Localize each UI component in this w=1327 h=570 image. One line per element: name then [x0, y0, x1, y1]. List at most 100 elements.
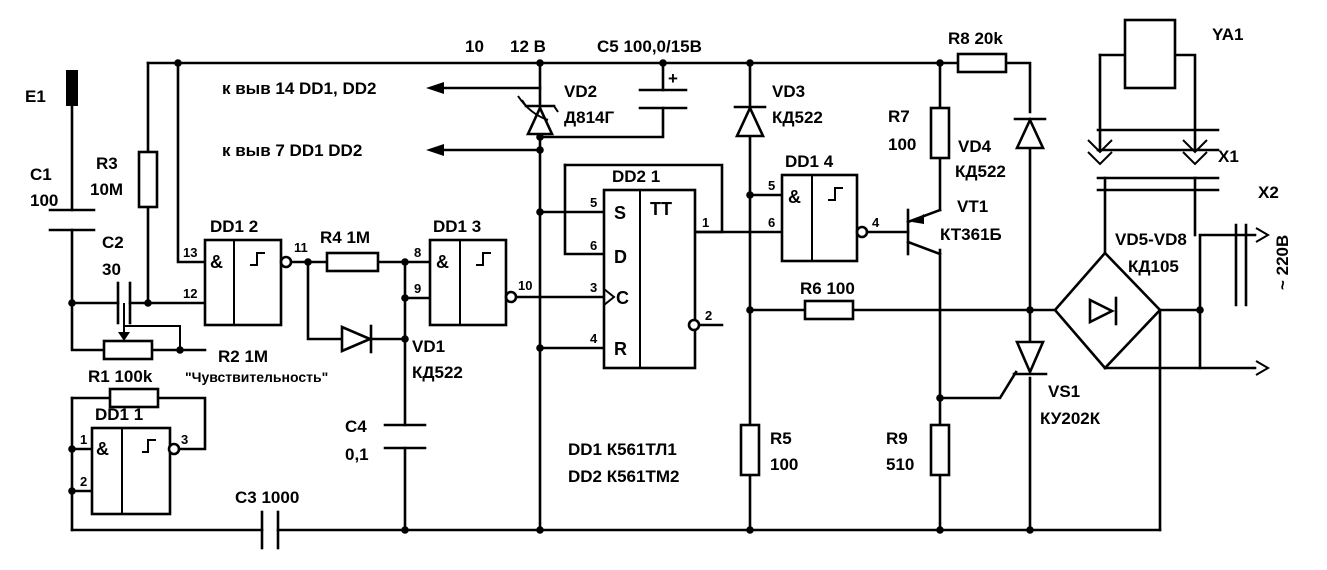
vd1-type: КД522 [412, 363, 463, 382]
mains-label: ~ 220В [1273, 235, 1292, 290]
dd2-d: D [614, 247, 627, 267]
pin-13: 13 [183, 245, 197, 260]
dd2-1-label: DD2 1 [612, 167, 660, 186]
vd4-ref: VD4 [958, 137, 992, 156]
dd1-4-trigger [780, 173, 869, 263]
dd1-3-and: & [436, 252, 449, 272]
c4-capacitor [383, 423, 427, 450]
e1-antenna [66, 70, 78, 106]
arrow-to-pin7 [426, 144, 444, 156]
dd1-2-and: & [210, 252, 223, 272]
c5-capacitor [638, 88, 688, 110]
to14-label: к выв 14 DD1, DD2 [222, 79, 376, 98]
dd2-pin-4: 4 [590, 331, 598, 346]
r1-resistor [108, 387, 160, 409]
dd2-pin-2: 2 [705, 308, 712, 323]
r3-resistor [137, 150, 159, 209]
r4-label: R4 1M [320, 228, 370, 247]
dd11-pin-3: 3 [181, 432, 188, 447]
dd2-pin-3: 3 [590, 280, 597, 295]
r8-label: R8 20k [948, 29, 1003, 48]
r5-val: 100 [770, 455, 798, 474]
dd2-pin-6: 6 [590, 238, 597, 253]
supply-node-label: 10 [465, 37, 484, 56]
r2-potentiometer[interactable] [102, 326, 154, 361]
dd2-c: C [616, 288, 629, 308]
r6-label: R6 100 [800, 279, 855, 298]
labels: 10 12 В C5 100,0/15В R8 20k YA1 E1 к выв… [25, 25, 1292, 507]
dd1-1-and: & [96, 439, 109, 459]
arrow-to-pin14 [426, 82, 444, 94]
dd1-1-label: DD1 1 [95, 405, 143, 424]
supply-voltage-label: 12 В [510, 37, 546, 56]
r7-resistor [929, 106, 951, 160]
vd1-ref: VD1 [412, 337, 445, 356]
dd2-s: S [614, 203, 626, 223]
dd14-pin-5: 5 [768, 178, 775, 193]
c2-ref: C2 [102, 233, 124, 252]
chip-note-1: DD1 К561ТЛ1 [568, 440, 677, 459]
vt1-transistor [906, 208, 942, 256]
dd2-1-flipflop [602, 188, 701, 370]
dd2-r: R [614, 339, 627, 359]
x1-connector [1087, 139, 1208, 166]
r3-ref: R3 [96, 154, 118, 173]
dd11-pin-1: 1 [80, 432, 87, 447]
r5-resistor [739, 423, 761, 477]
r1-label: R1 100k [88, 367, 153, 386]
r7-ref: R7 [888, 107, 910, 126]
chip-note-2: DD2 К561ТМ2 [568, 467, 679, 486]
r5-ref: R5 [770, 429, 792, 448]
dd2-pin-5: 5 [590, 195, 597, 210]
r9-resistor [929, 423, 951, 477]
x2-label: X2 [1258, 183, 1279, 202]
dd11-pin-2: 2 [80, 474, 87, 489]
pin-12: 12 [183, 286, 197, 301]
x2-terminals [1234, 223, 1270, 376]
r6-resistor [803, 299, 855, 321]
c4-ref: C4 [345, 417, 367, 436]
ya1-label: YA1 [1212, 25, 1244, 44]
vd2-ref: VD2 [564, 82, 597, 101]
pin-9: 9 [414, 281, 421, 296]
vs1-ref: VS1 [1048, 382, 1080, 401]
dd1-1-trigger [90, 426, 181, 516]
dd2-tt: TT [650, 199, 672, 219]
vt1-ref: VT1 [957, 197, 988, 216]
dd14-pin-4: 4 [872, 215, 880, 230]
c1-val: 100 [30, 191, 58, 210]
vs1-thyristor [1012, 340, 1048, 376]
vd3-diode [733, 104, 767, 138]
to7-label: к выв 7 DD1 DD2 [222, 141, 362, 160]
vd3-ref: VD3 [772, 82, 805, 101]
r8-resistor [956, 52, 1008, 74]
c5-plus: + [668, 69, 678, 88]
dd1-2-label: DD1 2 [210, 217, 258, 236]
dd2-pin-1: 1 [702, 215, 709, 230]
wiring [70, 53, 1257, 532]
vd2-zener-diode [517, 95, 559, 136]
c2-val: 30 [102, 260, 121, 279]
x1-label: X1 [1218, 147, 1239, 166]
c1-ref: C1 [30, 165, 52, 184]
dd1-4-label: DD1 4 [785, 152, 834, 171]
r9-ref: R9 [886, 429, 908, 448]
vd4-diode [1013, 116, 1047, 150]
r2-label: R2 1M [218, 347, 268, 366]
c3-label: C3 1000 [235, 488, 299, 507]
dd1-3-trigger [428, 238, 518, 327]
pin-10: 10 [518, 278, 532, 293]
dd1-4-and: & [788, 187, 801, 207]
pin-11: 11 [294, 240, 308, 255]
c3-capacitor [260, 510, 280, 550]
c4-val: 0,1 [345, 445, 369, 464]
vs1-type: КУ202К [1040, 409, 1101, 428]
r4-resistor [325, 251, 380, 273]
r9-val: 510 [886, 455, 914, 474]
bridge-rectifier [1053, 251, 1162, 370]
c1-capacitor [48, 208, 96, 232]
bridge-type: КД105 [1128, 257, 1179, 276]
e1-label: E1 [25, 87, 46, 106]
dd1-2-trigger [203, 238, 293, 327]
